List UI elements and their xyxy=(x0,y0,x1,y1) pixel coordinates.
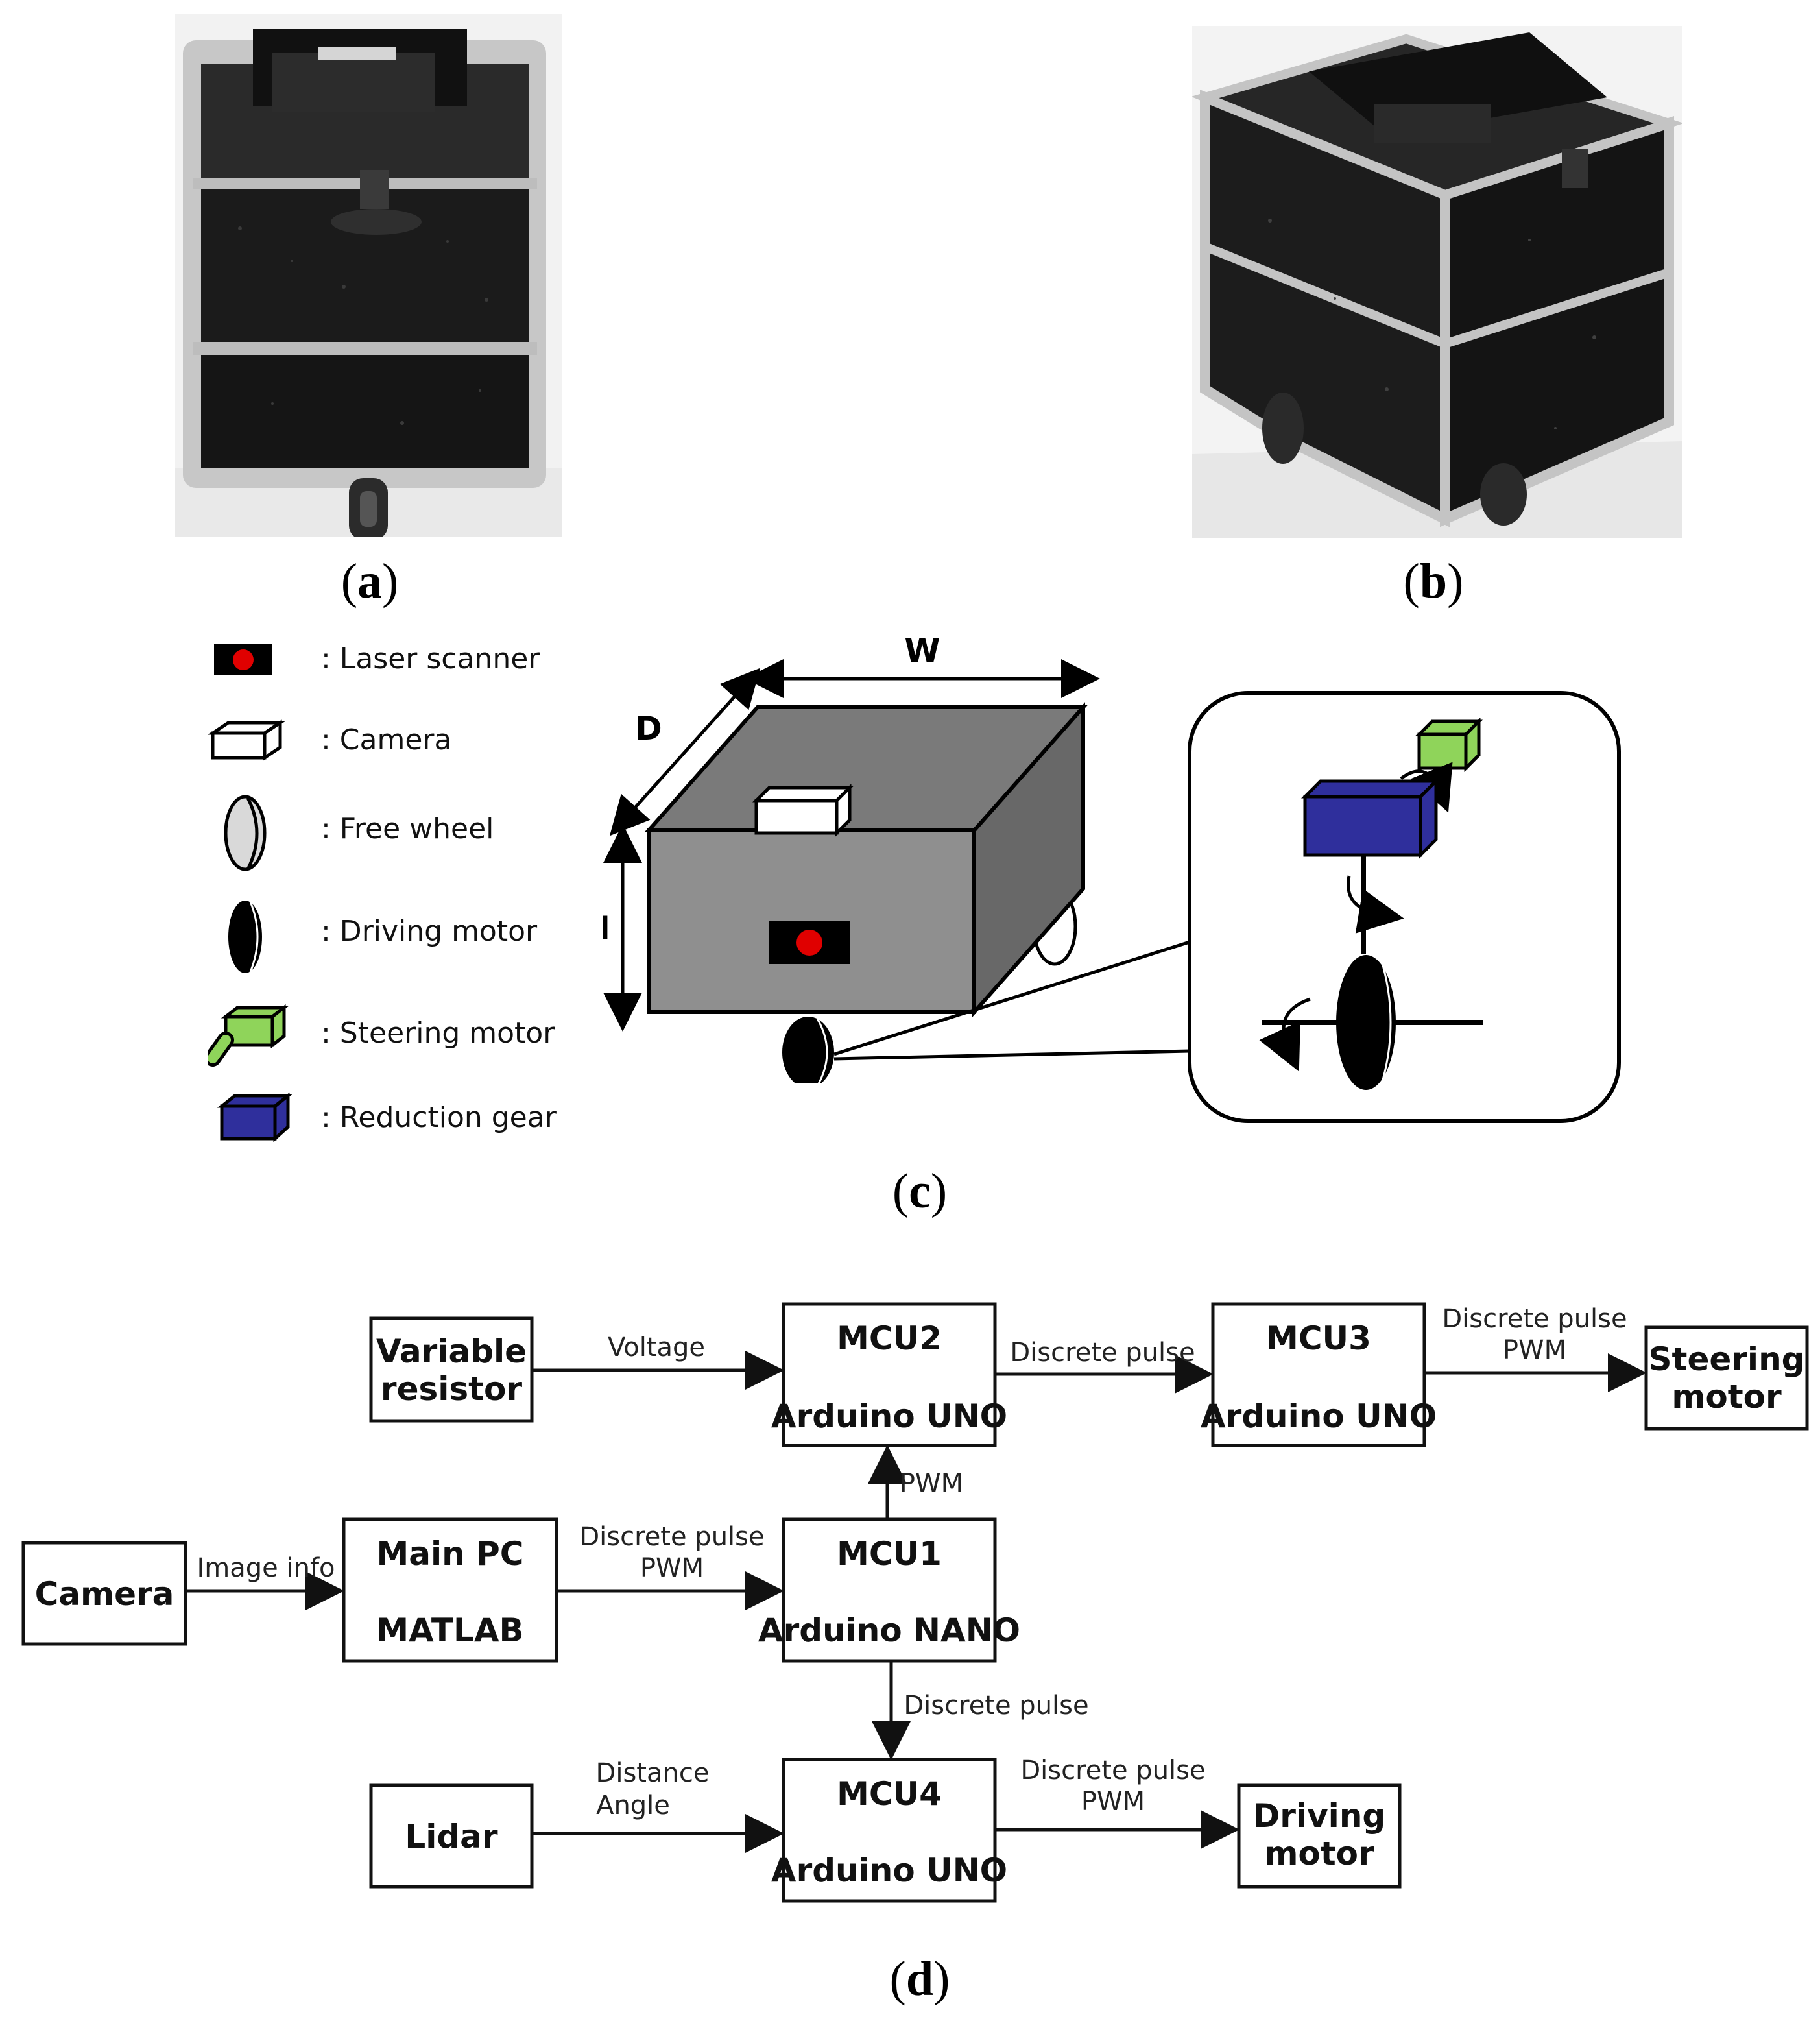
drive-module-callout xyxy=(833,691,1621,1123)
robot-schematic: W D H xyxy=(603,632,1100,1083)
block-mcu4: MCU4 Arduino UNO xyxy=(771,1758,1007,1903)
front-driving-wheel xyxy=(782,1017,834,1083)
photo-robot-oblique xyxy=(1192,26,1682,538)
mcu4-board: Arduino UNO xyxy=(771,1852,1007,1889)
driving-motor-icon xyxy=(228,901,262,973)
free-wheel-icon xyxy=(224,795,267,871)
panel-label-a: (a) xyxy=(341,554,399,609)
label-mcu1-mcu4: Discrete pulse xyxy=(904,1691,1088,1721)
label-mcu4-drive-2: PWM xyxy=(1081,1787,1145,1817)
width-label: W xyxy=(904,632,940,670)
block-mcu3: MCU3 Arduino UNO xyxy=(1201,1302,1437,1447)
panel-label-d: (d) xyxy=(889,1952,950,2006)
mcu1-board: Arduino NANO xyxy=(758,1612,1020,1649)
main-pc-title: Main PC xyxy=(377,1535,524,1573)
legend-label: : Free wheel xyxy=(321,812,494,845)
mcu3-title: MCU3 xyxy=(1266,1320,1371,1357)
drive-wheel xyxy=(1336,955,1396,1090)
label-lidar-distance: Distance xyxy=(596,1758,710,1788)
legend-label: : Reduction gear xyxy=(321,1101,557,1134)
mcu3-board: Arduino UNO xyxy=(1201,1397,1437,1435)
steering-motor-icon xyxy=(208,1004,289,1067)
steering-motor-line2: motor xyxy=(1671,1378,1782,1416)
depth-label: D xyxy=(635,710,662,747)
label-pc-mcu1-2: PWM xyxy=(640,1553,704,1583)
legend-label: : Camera xyxy=(321,723,452,756)
mcu2-board: Arduino UNO xyxy=(771,1397,1007,1435)
block-variable-resistor: Variable resistor xyxy=(369,1316,534,1423)
laser-scanner-icon xyxy=(214,644,272,675)
height-label: H xyxy=(603,910,610,947)
variable-resistor-line1: Variable xyxy=(376,1333,527,1370)
variable-resistor-line2: resistor xyxy=(381,1370,522,1408)
photo-robot-front xyxy=(175,14,562,537)
label-mcu1-mcu2: PWM xyxy=(900,1469,963,1499)
label-lidar-angle: Angle xyxy=(596,1791,670,1820)
callout-frame xyxy=(1188,691,1621,1123)
control-block-diagram: Variable resistor MCU2 Arduino UNO MCU3 … xyxy=(21,1302,1809,1903)
mcu4-title: MCU4 xyxy=(837,1775,942,1813)
camera-block-label: Camera xyxy=(35,1575,174,1613)
driving-motor-line1: Driving xyxy=(1253,1797,1385,1835)
label-image-info: Image info xyxy=(197,1553,335,1583)
lidar-block-label: Lidar xyxy=(405,1818,498,1856)
block-lidar: Lidar xyxy=(369,1783,534,1889)
camera-icon xyxy=(208,719,286,761)
panel-label-c: (c) xyxy=(892,1164,948,1218)
label-voltage: Voltage xyxy=(608,1333,705,1362)
mcu1-title: MCU1 xyxy=(837,1535,942,1573)
label-mcu4-drive-1: Discrete pulse xyxy=(1020,1756,1205,1785)
legend-label: : Steering motor xyxy=(321,1017,555,1050)
reduction-gear xyxy=(1303,795,1422,857)
label-mcu3-steer-2: PWM xyxy=(1503,1335,1566,1365)
steering-motor xyxy=(1417,732,1468,770)
reduction-gear-icon xyxy=(217,1092,292,1142)
block-steering-motor: Steering motor xyxy=(1644,1325,1809,1431)
mcu2-title: MCU2 xyxy=(837,1320,942,1357)
main-pc-software: MATLAB xyxy=(376,1612,523,1649)
block-mcu1: MCU1 Arduino NANO xyxy=(758,1517,1020,1663)
label-pc-mcu1-1: Discrete pulse xyxy=(579,1522,764,1552)
steering-motor-line1: Steering xyxy=(1649,1340,1805,1378)
block-camera: Camera xyxy=(21,1541,187,1646)
label-mcu3-steer-1: Discrete pulse xyxy=(1442,1304,1627,1334)
legend-label: : Laser scanner xyxy=(321,642,540,675)
legend-label: : Driving motor xyxy=(321,915,538,948)
depth-dimension-arrow xyxy=(609,668,761,836)
block-mcu2: MCU2 Arduino UNO xyxy=(771,1302,1007,1447)
label-mcu2-mcu3: Discrete pulse xyxy=(1010,1338,1195,1368)
block-main-pc: Main PC MATLAB xyxy=(342,1517,558,1663)
block-driving-motor: Driving motor xyxy=(1237,1783,1402,1889)
panel-label-b: (b) xyxy=(1403,554,1464,609)
driving-motor-line2: motor xyxy=(1264,1835,1374,1872)
